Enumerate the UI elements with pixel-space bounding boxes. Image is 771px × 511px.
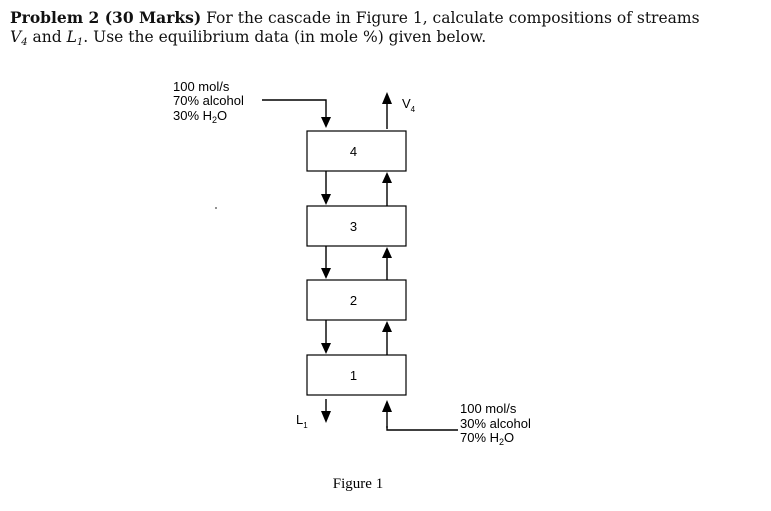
problem-and: and — [32, 28, 62, 46]
stage-box-1 — [306, 354, 407, 396]
top-feed-water-o: O — [217, 108, 227, 123]
l1-label-symbol: L — [296, 412, 303, 427]
v4-label-symbol: V — [402, 96, 411, 111]
problem-line-2: V4 and L1. Use the equilibrium data (in … — [10, 28, 760, 48]
stray-dot — [215, 207, 217, 209]
problem-stream-l-symbol: L — [66, 28, 77, 46]
bottom-feed-arrowhead — [382, 400, 392, 412]
top-feed-water: 30% H2O — [173, 108, 227, 125]
l1-label-subscript: 1 — [303, 421, 308, 430]
figure-caption: Figure 1 — [333, 476, 383, 492]
problem-heading: Problem 2 (30 Marks) — [10, 8, 202, 27]
problem-statement: Problem 2 (30 Marks) For the cascade in … — [10, 8, 760, 48]
bottom-feed-alcohol: 30% alcohol — [460, 416, 531, 431]
v4-label: V4 — [402, 96, 416, 114]
stage-label-2: 2 — [350, 293, 357, 308]
vapor-flow-arrowhead-3 — [382, 247, 392, 258]
stage-box-2 — [306, 279, 407, 321]
stage-label-4: 4 — [350, 144, 357, 159]
stage-label-1: 1 — [350, 368, 357, 383]
v4-label-subscript: 4 — [411, 105, 416, 114]
top-feed-alcohol: 70% alcohol — [173, 93, 244, 108]
top-feed-arrowhead — [321, 117, 331, 128]
problem-text-part1: For the cascade in Figure 1, calculate c… — [206, 9, 700, 27]
stages-group: 4 3 2 1 — [306, 130, 407, 396]
top-feed-flow: 100 mol/s — [173, 79, 230, 94]
vapor-flow-arrowhead-2 — [382, 321, 392, 332]
top-feed-water-sub: 2 — [212, 115, 217, 125]
problem-stream-v-subscript: 4 — [21, 37, 28, 48]
problem-stream-v: V4 — [10, 28, 28, 48]
problem-stream-l: L1 — [66, 28, 84, 48]
l1-label: L1 — [296, 412, 308, 430]
problem-stream-l-subscript: 1 — [76, 37, 84, 48]
problem-stream-v-symbol: V — [10, 28, 22, 46]
top-feed-water-h: 30% H — [173, 108, 212, 123]
bottom-feed-water: 70% H2O — [460, 430, 514, 447]
vapor-flow-arrowhead-4 — [382, 172, 392, 183]
v4-outlet-arrowhead — [382, 92, 392, 104]
l1-outlet-arrowhead — [321, 411, 331, 423]
top-feed-label: 100 mol/s 70% alcohol 30% H2O — [173, 79, 244, 125]
bottom-feed-label: 100 mol/s 30% alcohol 70% H2O — [460, 401, 531, 447]
stage-box-3 — [306, 205, 407, 247]
top-feed-line — [262, 99, 327, 126]
bottom-feed-line — [386, 426, 458, 431]
stage-box-4 — [306, 130, 407, 172]
problem-text-part2: . Use the equilibrium data (in mole %) g… — [83, 28, 487, 46]
liquid-flow-arrowhead-3 — [321, 268, 331, 279]
problem-line-1: Problem 2 (30 Marks) For the cascade in … — [10, 8, 760, 28]
bottom-feed-water-sub: 2 — [499, 437, 504, 447]
bottom-feed-flow: 100 mol/s — [460, 401, 517, 416]
liquid-flow-arrowhead-4 — [321, 194, 331, 205]
stage-label-3: 3 — [350, 219, 357, 234]
bottom-feed-water-o: O — [504, 430, 514, 445]
liquid-flow-arrowhead-2 — [321, 343, 331, 354]
bottom-feed-water-h: 70% H — [460, 430, 499, 445]
